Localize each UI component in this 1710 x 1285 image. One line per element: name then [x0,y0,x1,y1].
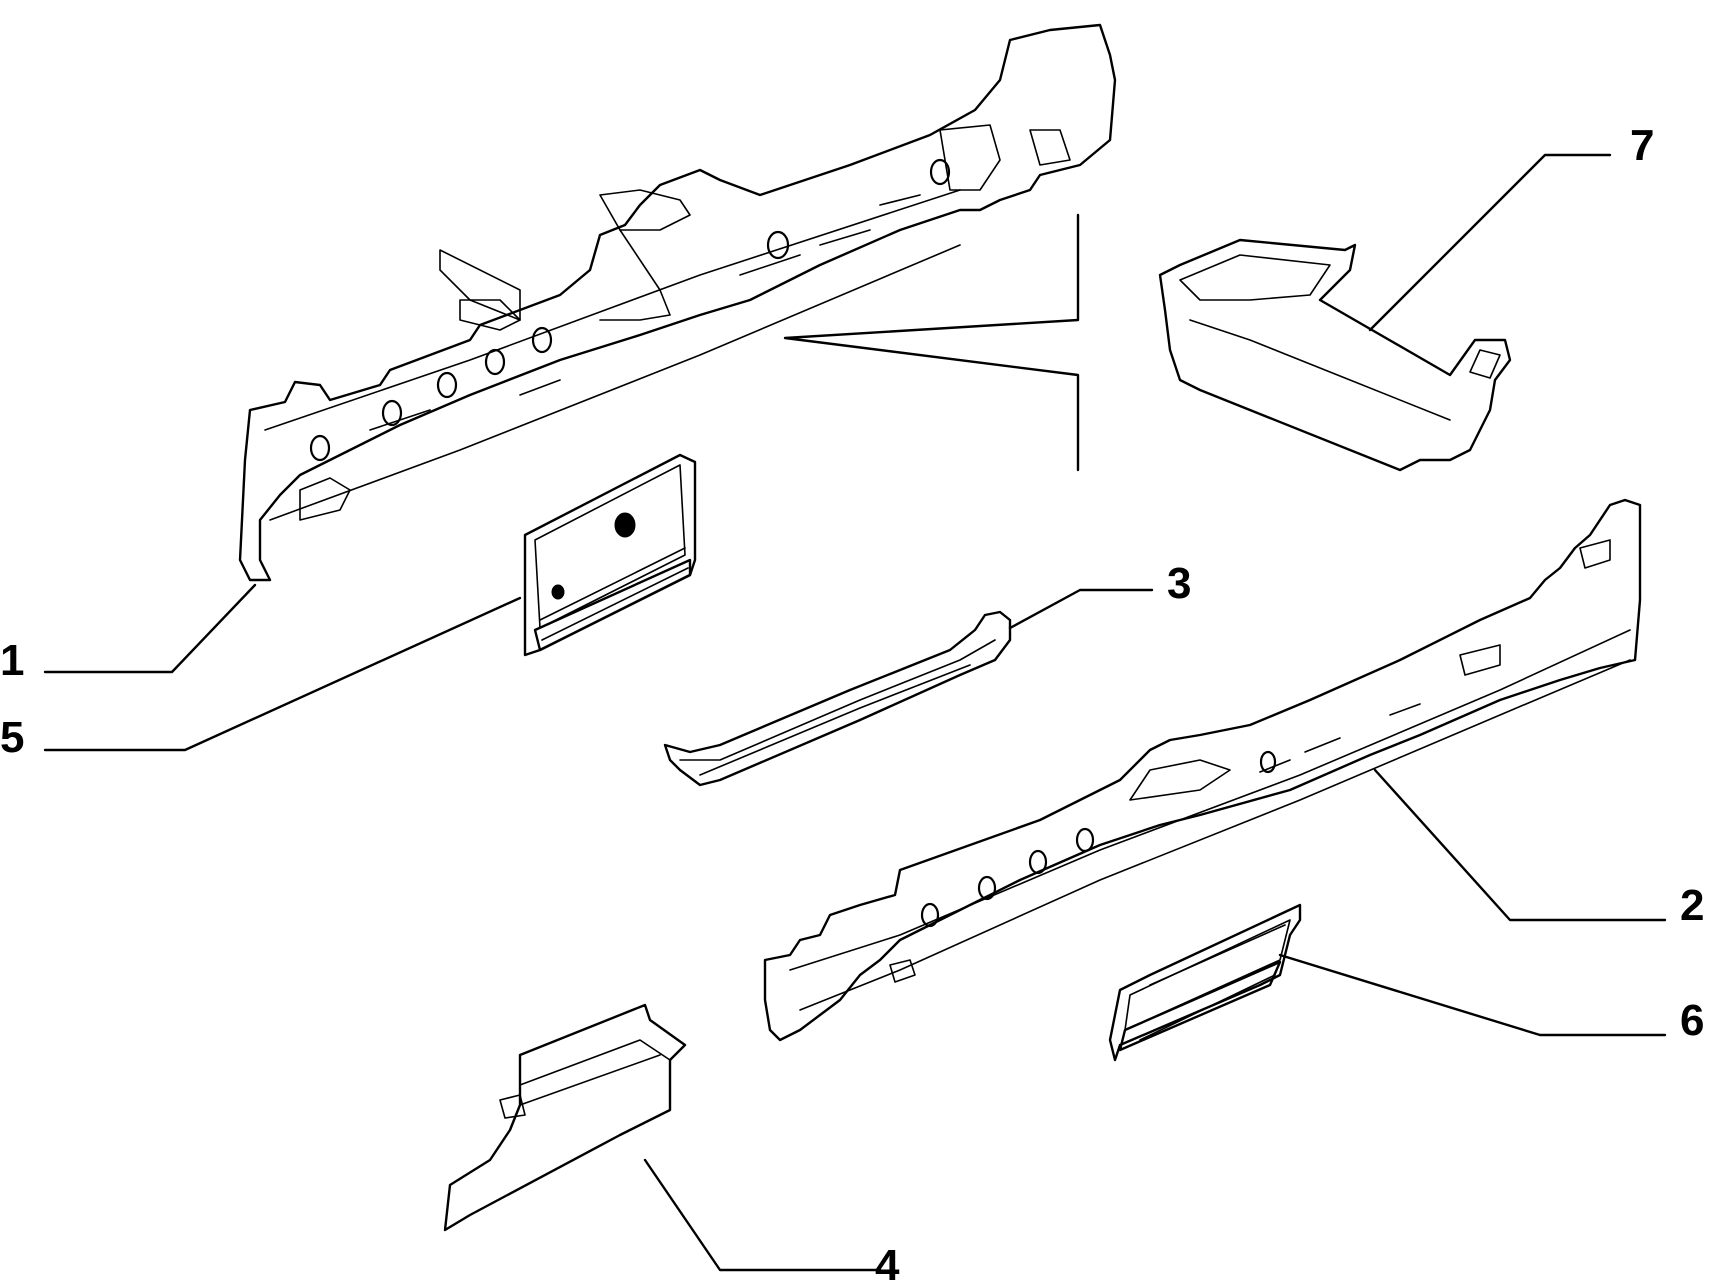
callout-3: 3 [1167,559,1191,608]
part-6-sill-reinforcement [1108,903,1302,1062]
callout-5: 5 [0,713,24,762]
part-5-reinforcement-panel [523,453,697,657]
callout-1: 1 [0,636,24,685]
leader-4 [643,1158,882,1272]
leader-5 [43,596,522,752]
callout-labels: 1 2 3 4 5 6 7 [0,121,1704,1285]
part-1-inner-sill [238,23,1117,582]
leader-6 [1278,953,1667,1037]
leader-3 [1008,588,1154,630]
part-7-wheelhouse-pan [1158,238,1512,472]
part-4-floor-bracket [443,1003,687,1232]
callout-7: 7 [1630,121,1654,170]
leader-1 [43,583,257,674]
explode-lines [783,213,1080,472]
part-3-sill-strip [663,610,1012,787]
leader-2 [1373,768,1667,922]
callout-6: 6 [1680,996,1704,1045]
leader-lines [43,153,1667,1272]
leader-7 [1368,153,1612,332]
callout-4: 4 [875,1241,900,1285]
part-2-outer-sill [763,498,1642,1042]
callout-2: 2 [1680,881,1704,930]
